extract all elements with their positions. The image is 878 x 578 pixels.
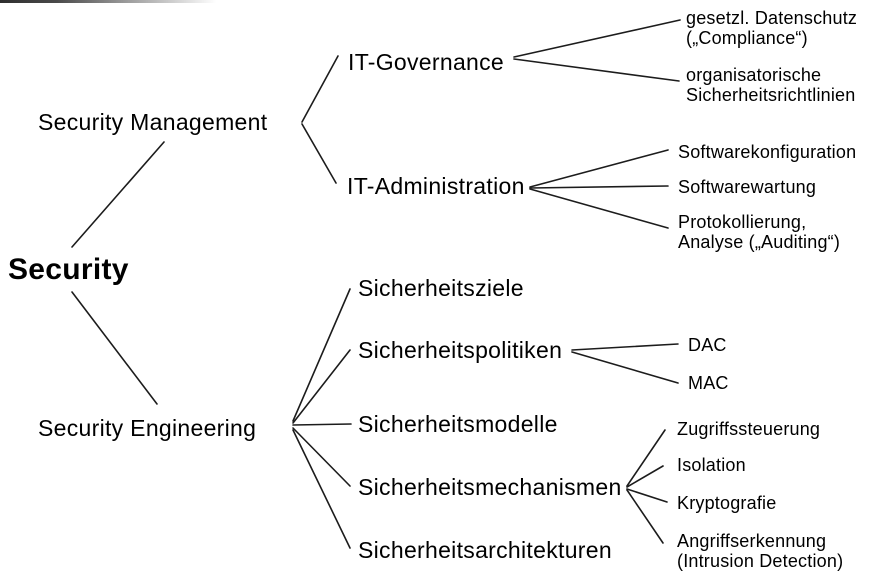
node-sicherheitsmodelle: Sicherheitsmodelle <box>358 411 558 437</box>
edge-mech-zugriffssteuerung <box>626 429 666 487</box>
node-sicherheitsarchitekturen: Sicherheitsarchitekturen <box>358 537 612 563</box>
edge-mech-angriffserkennung <box>626 489 664 544</box>
edge-mech-isolation <box>626 465 664 488</box>
leaf-kryptografie: Kryptografie <box>677 493 777 513</box>
edge-eng-sicherheitsziele <box>292 288 351 422</box>
edge-gov-datenschutz <box>513 19 681 58</box>
edge-eng-sicherheitsmechanismen <box>292 427 351 487</box>
node-security: Security <box>8 253 129 286</box>
edge-admin-softwarewartung <box>529 185 669 189</box>
leaf-gesetzl-datenschutz: gesetzl. Datenschutz („Compliance“) <box>686 8 858 48</box>
node-sicherheitspolitiken: Sicherheitspolitiken <box>358 337 563 363</box>
edge-politiken-dac <box>571 343 679 351</box>
edge-security-engineering <box>71 291 158 405</box>
leaf-angriffserkennung: Angriffserkennung (Intrusion Detection) <box>677 531 844 571</box>
leaf-zugriffssteuerung: Zugriffssteuerung <box>677 419 821 439</box>
edge-security-management <box>71 141 165 248</box>
edge-eng-sicherheitsarchitekturen <box>292 429 351 549</box>
node-sicherheitsmechanismen: Sicherheitsmechanismen <box>358 474 622 500</box>
node-it-administration: IT-Administration <box>347 173 525 199</box>
top-edge-artifact <box>0 0 228 3</box>
edge-admin-softwarekonfiguration <box>529 149 669 188</box>
node-sicherheitsziele: Sicherheitsziele <box>358 275 524 301</box>
node-it-governance: IT-Governance <box>348 49 505 75</box>
edge-eng-sicherheitspolitiken <box>292 349 351 424</box>
leaf-organisatorische-richtlinien: organisatorische Sicherheitsrichtlinien <box>686 65 856 105</box>
leaf-dac: DAC <box>688 335 727 355</box>
leaf-mac: MAC <box>688 373 729 393</box>
leaf-softwarekonfiguration: Softwarekonfiguration <box>678 142 857 162</box>
edge-mech-kryptografie <box>626 488 668 503</box>
node-security-management: Security Management <box>38 109 268 135</box>
edge-mgmt-it-administration <box>301 123 337 184</box>
leaf-isolation: Isolation <box>677 455 746 475</box>
edge-politiken-mac <box>571 351 679 384</box>
leaf-protokollierung-analyse: Protokollierung, Analyse („Auditing“) <box>678 212 841 252</box>
edge-eng-sicherheitsmodelle <box>292 423 352 426</box>
edge-admin-protokollierung <box>529 188 669 229</box>
node-security-engineering: Security Engineering <box>38 415 257 441</box>
edge-mgmt-it-governance <box>301 55 339 123</box>
leaf-softwarewartung: Softwarewartung <box>678 177 817 197</box>
edge-gov-richtlinien <box>513 58 680 82</box>
